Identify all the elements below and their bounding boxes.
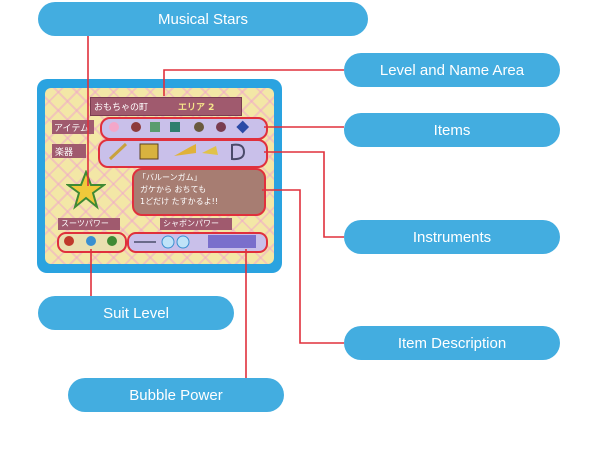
trumpet-icon (174, 144, 196, 156)
item-icon-7 (236, 120, 250, 134)
place-name: おもちゃの町 (94, 103, 149, 113)
callout-items: Items (344, 113, 560, 147)
suit-power-label-box (58, 218, 120, 230)
instruments-label: 楽器 (55, 148, 74, 158)
suit-power-label: スーツパワー (61, 219, 109, 228)
items-label: アイテム (54, 124, 90, 134)
area-label: エリア 2 (178, 103, 215, 113)
item-description-box (132, 168, 266, 216)
instrument-icons (108, 142, 246, 161)
suit-level-icons (64, 236, 117, 246)
leader-level-name-area (163, 69, 344, 96)
callout-item-description: Item Description (344, 326, 560, 360)
suit-icon-2 (86, 236, 96, 246)
instruments-label-box (52, 144, 86, 158)
item-icon-4 (170, 122, 180, 132)
bubble-icon-2 (176, 235, 190, 249)
description-line-3: 1どだけ たすかるよ!! (140, 197, 219, 206)
bubble-power-icons (134, 235, 190, 249)
bubble-power-label: シャボンパワー (163, 219, 219, 228)
items-label-box (52, 120, 94, 134)
horn-icon (202, 146, 218, 155)
bubble-icon-1 (161, 235, 175, 249)
description-line-1: 「バルーンガム」 (138, 173, 202, 182)
bubble-power-label-box (160, 218, 232, 230)
suit-icon-3 (107, 236, 117, 246)
bubble-power-gauge (208, 235, 256, 248)
item-icon-1 (109, 122, 119, 132)
item-icons (109, 120, 250, 134)
flute-icon (108, 142, 128, 161)
musical-star-icon (66, 170, 106, 210)
leader-item-description (262, 189, 344, 344)
item-icon-5 (194, 122, 204, 132)
callout-level-name-area: Level and Name Area (344, 53, 560, 87)
callout-suit-level: Suit Level (38, 296, 234, 330)
item-icon-3 (150, 122, 160, 132)
accordion-icon (139, 143, 159, 160)
callout-musical-stars: Musical Stars (38, 2, 368, 36)
harp-icon (231, 143, 246, 161)
suit-icon-1 (64, 236, 74, 246)
description-line-2: ガケから おちても (140, 185, 207, 194)
level-name-bar (90, 97, 242, 116)
item-icon-6 (216, 122, 226, 132)
callout-bubble-power: Bubble Power (68, 378, 284, 412)
item-icon-2 (131, 122, 141, 132)
callout-instruments: Instruments (344, 220, 560, 254)
leader-instruments (264, 151, 344, 238)
